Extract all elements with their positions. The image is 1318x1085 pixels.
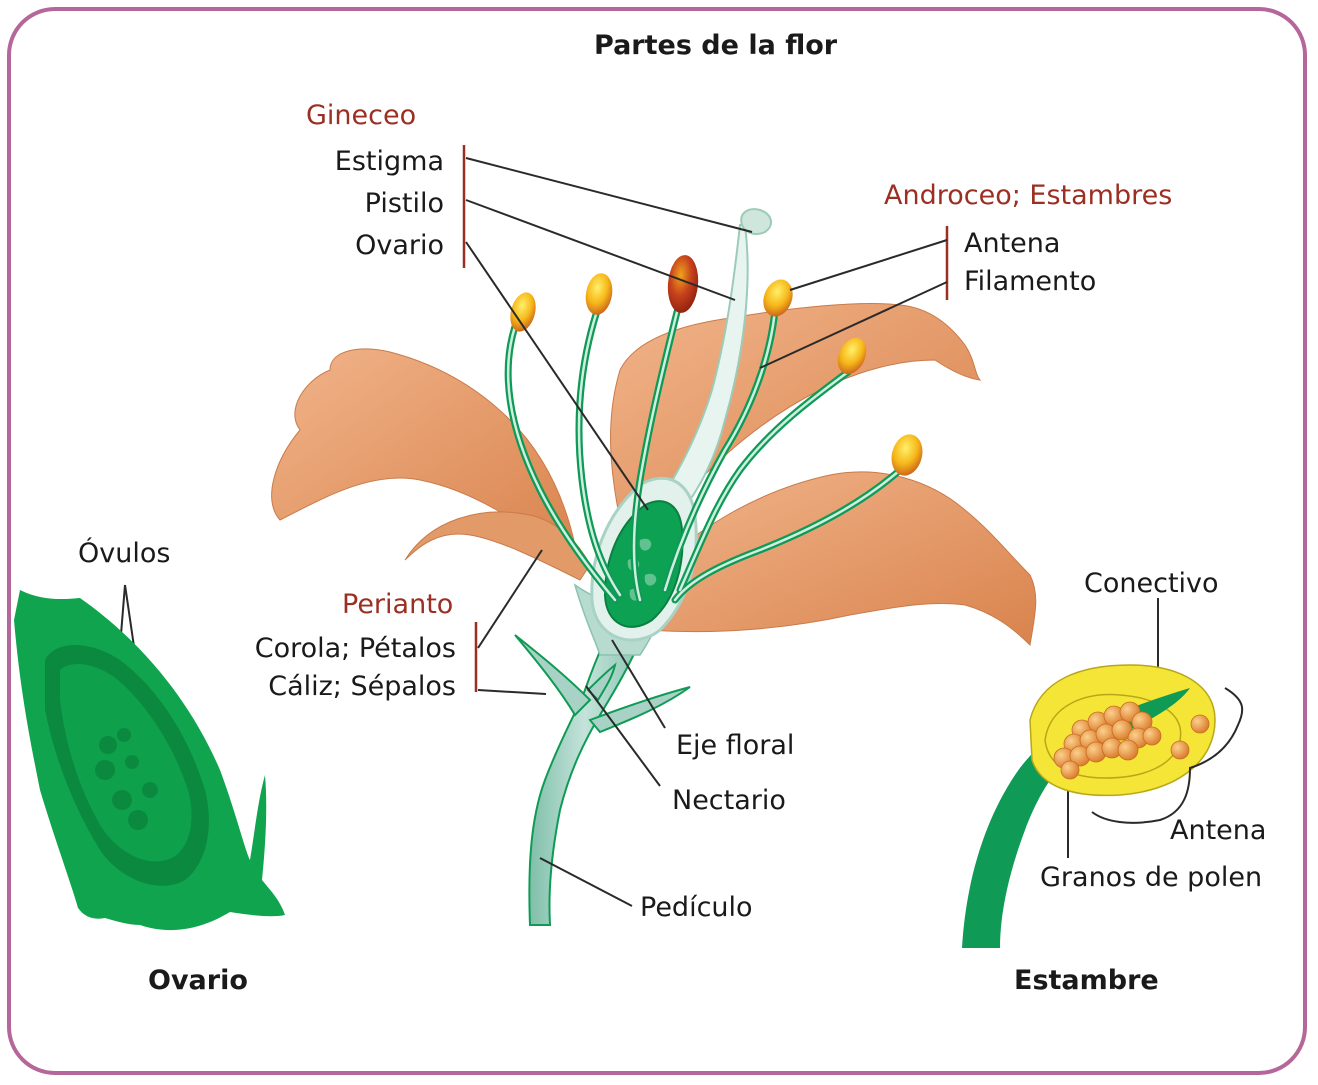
label-pediculo: Pedículo [640,892,753,924]
label-nectario: Nectario [672,785,786,817]
label-filamento: Filamento [964,266,1096,298]
flower-illustration [272,209,1036,925]
label-caliz: Cáliz; Sépalos [230,671,456,703]
label-eje-floral: Eje floral [676,730,794,762]
perianto-heading: Perianto [342,589,453,621]
label-conectivo: Conectivo [1084,568,1219,600]
label-granos-polen: Granos de polen [1040,862,1262,894]
estambre-panel-title: Estambre [1014,965,1159,997]
label-estigma: Estigma [300,146,444,178]
label-ovario: Ovario [300,230,444,262]
stamen-detail [962,665,1242,948]
label-antena: Antena [964,228,1060,260]
ovario-panel-title: Ovario [148,965,248,997]
androceo-heading: Androceo; Estambres [884,180,1172,212]
gineceo-heading: Gineceo [306,100,416,132]
label-ovulos: Óvulos [78,538,170,570]
diagram-title: Partes de la flor [594,30,837,62]
label-pistilo: Pistilo [300,188,444,220]
label-antena-estambre: Antena [1170,815,1266,847]
sepal-left [515,635,590,715]
label-corola: Corola; Pétalos [230,633,456,665]
